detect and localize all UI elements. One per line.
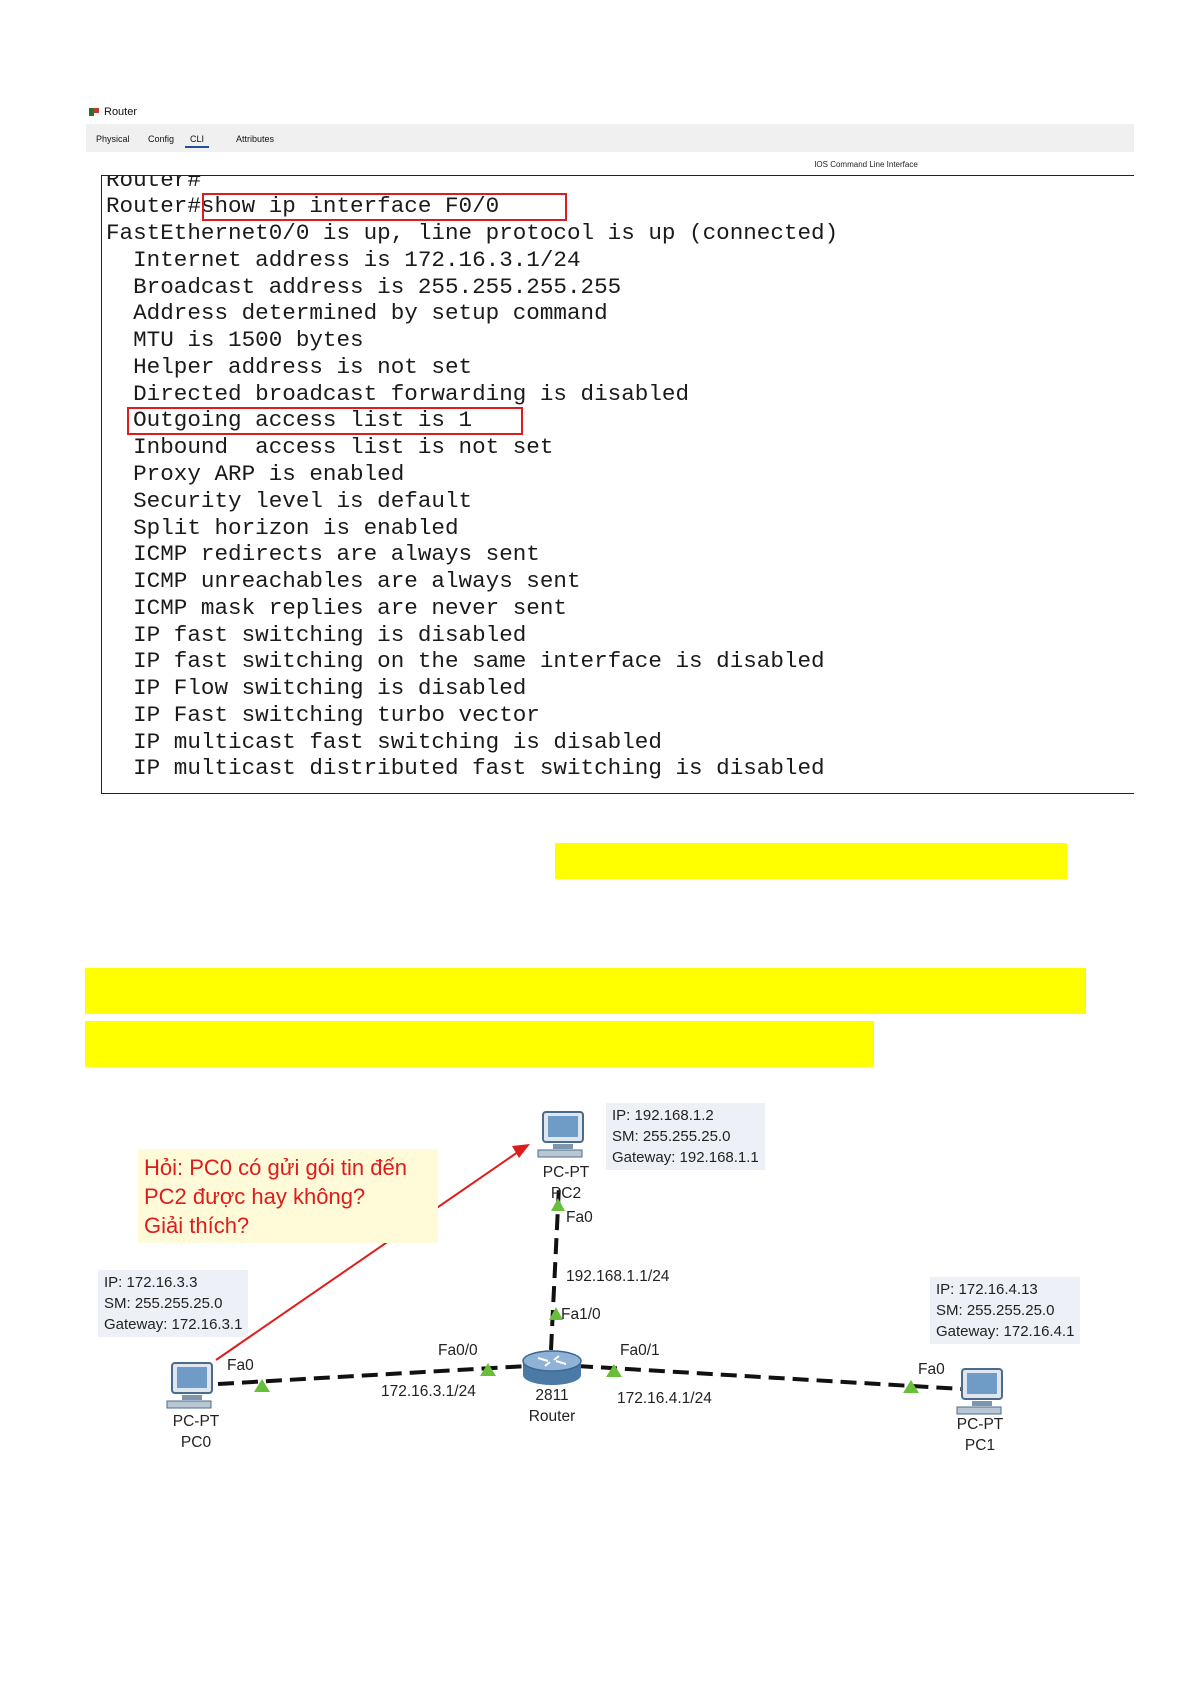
link-status-icon <box>254 1379 270 1392</box>
cli-line: Inbound access list is not set <box>106 434 554 460</box>
router-name: Router <box>528 1408 576 1425</box>
pc1-port-label: Fa0 <box>918 1361 945 1378</box>
question-line: PC2 được hay không? <box>144 1184 366 1209</box>
cli-line: Security level is default <box>106 488 473 514</box>
question-arrow <box>215 1151 519 1361</box>
pc2-name: PC2 <box>550 1185 582 1202</box>
pc1-type: PC-PT <box>956 1416 1004 1433</box>
cli-line: Address determined by setup command <box>106 300 608 326</box>
cli-line: IP Fast switching turbo vector <box>106 702 540 728</box>
cli-line: ICMP unreachables are always sent <box>106 568 581 594</box>
cli-line: IP multicast fast switching is disabled <box>106 729 662 755</box>
pc0-type: PC-PT <box>172 1413 220 1430</box>
pc2-ip: IP: 192.168.1.2 <box>612 1107 714 1124</box>
ios-header: IOS Command Line Interface <box>86 152 1134 176</box>
link-status-icon <box>551 1198 565 1211</box>
link-status-icon <box>903 1380 919 1393</box>
cli-line: Router# <box>106 175 201 193</box>
link-status-icon <box>549 1307 563 1320</box>
pc2-gateway: Gateway: 192.168.1.1 <box>612 1149 759 1166</box>
pc0-ip: IP: 172.16.3.3 <box>104 1274 198 1291</box>
ios-header-label: IOS Command Line Interface <box>814 160 918 169</box>
link-status-icon <box>606 1364 622 1377</box>
pc2-label: PC-PT PC2 <box>538 1162 594 1204</box>
cli-line: FastEthernet0/0 is up, line protocol is … <box>106 220 839 246</box>
pc1-icon[interactable] <box>956 1368 1003 1415</box>
pc2-icon[interactable] <box>537 1111 584 1158</box>
cli-line: IP multicast distributed fast switching … <box>106 755 825 781</box>
link-router-pc1 <box>576 1364 963 1391</box>
window-title-bar: Router <box>88 104 137 120</box>
tab-attributes[interactable]: Attributes <box>236 134 275 144</box>
tab-cli[interactable]: CLI <box>185 134 210 148</box>
router-model: 2811 <box>535 1387 569 1404</box>
cli-line: Outgoing access list is 1 <box>106 407 473 433</box>
question-line: Giải thích? <box>144 1213 250 1238</box>
pc2-info-box: IP: 192.168.1.2 SM: 255.255.25.0 Gateway… <box>606 1103 765 1170</box>
highlight-bar-3 <box>85 1021 874 1067</box>
cli-line: Directed broadcast forwarding is disable… <box>106 381 690 407</box>
highlight-bar-2 <box>85 968 1086 1014</box>
cli-line: MTU is 1500 bytes <box>106 327 364 353</box>
question-arrow-head <box>512 1144 530 1158</box>
router-icon[interactable] <box>522 1350 582 1385</box>
router-port-fa00: Fa0/0 <box>438 1342 478 1359</box>
tab-bar: Physical Config CLI Attributes <box>86 124 1134 152</box>
cli-line: ICMP redirects are always sent <box>106 541 540 567</box>
router-port-fa10: Fa1/0 <box>561 1306 601 1323</box>
tab-config[interactable]: Config <box>148 134 175 144</box>
cli-line: IP fast switching is disabled <box>106 622 527 648</box>
pc2-sm: SM: 255.255.25.0 <box>612 1128 731 1145</box>
question-box: Hỏi: PC0 có gửi gói tin đến PC2 được hay… <box>138 1149 438 1243</box>
link-status-icon <box>480 1363 496 1376</box>
pc2-port-label: Fa0 <box>566 1209 593 1226</box>
cli-line: Internet address is 172.16.3.1/24 <box>106 247 581 273</box>
access-list-highlight-box <box>127 407 523 435</box>
cli-line: Proxy ARP is enabled <box>106 461 405 487</box>
router-net-fa01: 172.16.4.1/24 <box>617 1390 712 1407</box>
cli-line: Split horizon is enabled <box>106 515 459 541</box>
pc0-port-label: Fa0 <box>227 1357 254 1374</box>
pc0-sm: SM: 255.255.25.0 <box>104 1295 223 1312</box>
link-router-pc2 <box>549 1185 561 1351</box>
pc1-label: PC-PT PC1 <box>952 1414 1008 1456</box>
cli-line: IP fast switching on the same interface … <box>106 648 825 674</box>
cli-line: Router#show ip interface F0/0 <box>106 193 500 219</box>
router-app-icon <box>89 108 99 116</box>
router-net-fa00: 172.16.3.1/24 <box>381 1383 476 1400</box>
pc0-icon[interactable] <box>166 1362 213 1409</box>
pc1-name: PC1 <box>964 1437 996 1454</box>
pc0-gateway: Gateway: 172.16.3.1 <box>104 1316 243 1333</box>
window-title: Router <box>104 106 138 118</box>
cli-line: Helper address is not set <box>106 354 473 380</box>
pc0-label: PC-PT PC0 <box>168 1411 224 1453</box>
cli-console[interactable]: Router# Router#show ip interface F0/0 Fa… <box>101 175 1134 794</box>
pc0-name: PC0 <box>180 1434 212 1451</box>
router-port-fa01: Fa0/1 <box>620 1342 660 1359</box>
highlight-bar-1 <box>555 843 1067 879</box>
pc1-info-box: IP: 172.16.4.13 SM: 255.255.25.0 Gateway… <box>930 1277 1081 1344</box>
command-highlight-box <box>202 193 567 221</box>
cli-line: Broadcast address is 255.255.255.255 <box>106 274 622 300</box>
router-label: 2811 Router <box>520 1385 584 1427</box>
cli-line: ICMP mask replies are never sent <box>106 595 567 621</box>
pc1-sm: SM: 255.255.25.0 <box>936 1302 1055 1319</box>
tab-physical[interactable]: Physical <box>96 134 130 144</box>
pc2-type: PC-PT <box>542 1164 590 1181</box>
pc1-ip: IP: 172.16.4.13 <box>936 1281 1038 1298</box>
pc0-info-box: IP: 172.16.3.3 SM: 255.255.25.0 Gateway:… <box>98 1270 249 1337</box>
cli-line: IP Flow switching is disabled <box>106 675 527 701</box>
pc1-gateway: Gateway: 172.16.4.1 <box>936 1323 1075 1340</box>
router-net-fa10: 192.168.1.1/24 <box>566 1268 670 1285</box>
question-line: Hỏi: PC0 có gửi gói tin đến <box>144 1155 407 1180</box>
link-pc0-router <box>217 1364 528 1386</box>
